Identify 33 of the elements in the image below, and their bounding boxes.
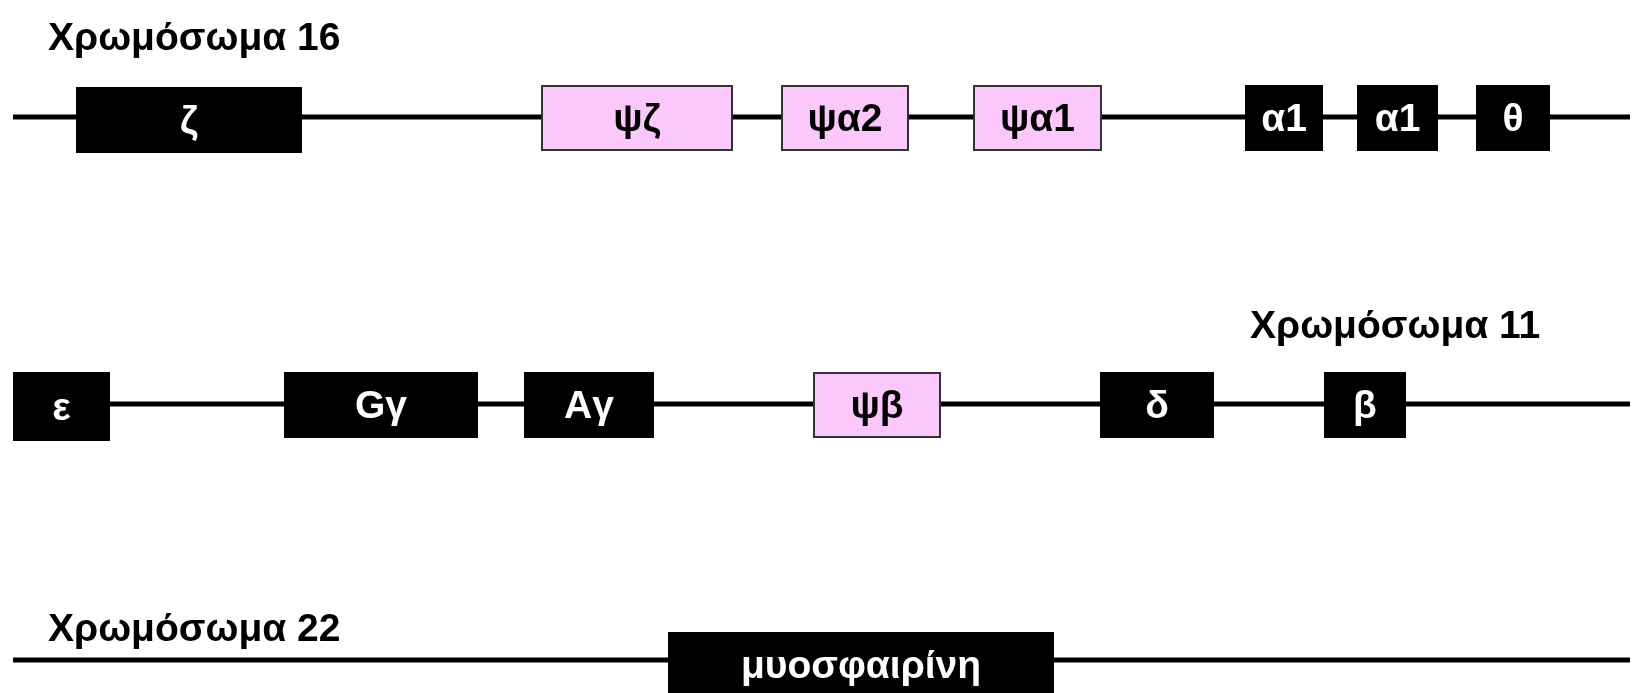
pseudogene-box: ψβ xyxy=(813,372,941,438)
chromosome-line xyxy=(1102,114,1245,120)
gene-box: μυοσφαιρίνη xyxy=(668,632,1054,693)
pseudogene-box: ψα2 xyxy=(781,85,909,151)
pseudogene-box: ψζ xyxy=(541,85,733,151)
chromosome-line xyxy=(909,114,973,120)
chromosome-line xyxy=(1214,401,1324,407)
chromosome-line xyxy=(1550,114,1630,120)
chromosome-line xyxy=(733,114,781,120)
gene-box: ζ xyxy=(76,87,302,153)
chromosome-line xyxy=(1054,657,1630,663)
gene-box: β xyxy=(1324,372,1406,438)
gene-box: δ xyxy=(1100,372,1214,438)
chromosome-line xyxy=(941,401,1100,407)
chromosome-label: Χρωμόσωμα 11 xyxy=(1250,303,1541,347)
gene-box: Gγ xyxy=(284,372,478,438)
chromosome-line xyxy=(13,114,76,120)
chromosome-line xyxy=(110,401,284,407)
chromosome-line xyxy=(478,401,524,407)
gene-box: α1 xyxy=(1245,85,1323,151)
gene-box: α1 xyxy=(1357,85,1438,151)
chromosome-line xyxy=(302,114,541,120)
gene-box: θ xyxy=(1476,85,1550,151)
chromosome-line xyxy=(1438,114,1476,120)
gene-box: Aγ xyxy=(524,372,654,438)
chromosome-label: Χρωμόσωμα 22 xyxy=(48,606,341,650)
chromosome-line xyxy=(1323,114,1357,120)
chromosome-line xyxy=(13,657,668,663)
chromosome-label: Χρωμόσωμα 16 xyxy=(48,15,341,59)
chromosome-line xyxy=(654,401,813,407)
gene-box: ε xyxy=(13,372,110,441)
pseudogene-box: ψα1 xyxy=(973,85,1102,151)
chromosome-line xyxy=(1406,401,1630,407)
